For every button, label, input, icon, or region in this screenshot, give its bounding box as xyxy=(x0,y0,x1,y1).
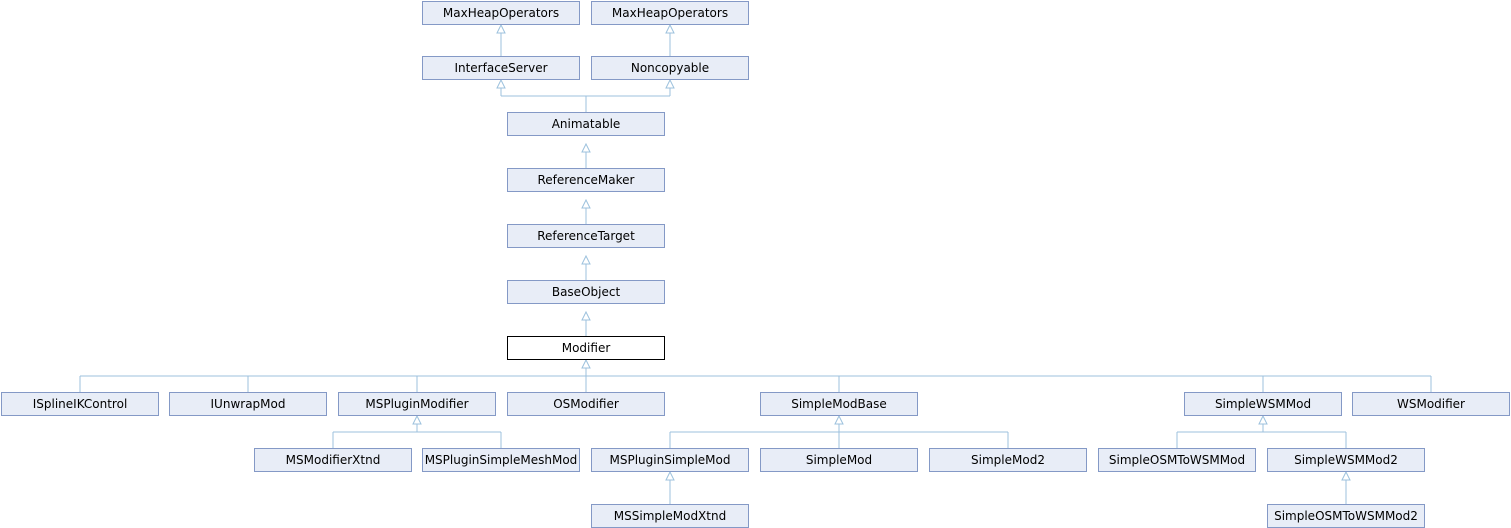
inheritance-arrow-icon xyxy=(1341,470,1351,481)
node-maxheapoperators-2[interactable]: MaxHeapOperators xyxy=(591,1,749,25)
node-maxheapoperators-1[interactable]: MaxHeapOperators xyxy=(422,1,580,25)
node-osmodifier[interactable]: OSModifier xyxy=(507,392,665,416)
inheritance-arrow-icon xyxy=(496,23,506,34)
node-msplugin-simplemeshmod[interactable]: MSPluginSimpleMeshMod xyxy=(422,448,580,472)
inheritance-arrow-icon xyxy=(581,198,591,209)
node-isplineikcontrol[interactable]: ISplineIKControl xyxy=(1,392,159,416)
inheritance-arrow-icon xyxy=(581,358,591,369)
inheritance-arrow-icon xyxy=(496,78,506,89)
node-interfaceserver[interactable]: InterfaceServer xyxy=(422,56,580,80)
node-mssimplemodxtnd[interactable]: MSSimpleModXtnd xyxy=(591,504,749,528)
node-iunwrapmod[interactable]: IUnwrapMod xyxy=(169,392,327,416)
inheritance-arrow-icon xyxy=(665,23,675,34)
node-mspluginmodifier[interactable]: MSPluginModifier xyxy=(338,392,496,416)
node-baseobject[interactable]: BaseObject xyxy=(507,280,665,304)
inheritance-arrow-icon xyxy=(1258,414,1268,425)
node-simpleosmtowsmmod2[interactable]: SimpleOSMToWSMMod2 xyxy=(1267,504,1425,528)
node-animatable[interactable]: Animatable xyxy=(507,112,665,136)
node-noncopyable[interactable]: Noncopyable xyxy=(591,56,749,80)
node-referencemaker[interactable]: ReferenceMaker xyxy=(507,168,665,192)
node-msmodifierxtnd[interactable]: MSModifierXtnd xyxy=(254,448,412,472)
node-simplewsmmod2[interactable]: SimpleWSMMod2 xyxy=(1267,448,1425,472)
node-simplemod[interactable]: SimpleMod xyxy=(760,448,918,472)
node-simplemodbase[interactable]: SimpleModBase xyxy=(760,392,918,416)
inheritance-arrow-icon xyxy=(834,414,844,425)
inheritance-arrow-icon xyxy=(581,142,591,153)
inheritance-arrow-icon xyxy=(412,414,422,425)
node-simplemod2[interactable]: SimpleMod2 xyxy=(929,448,1087,472)
node-referencetarget[interactable]: ReferenceTarget xyxy=(507,224,665,248)
inheritance-arrow-icon xyxy=(581,254,591,265)
inheritance-arrow-icon xyxy=(665,470,675,481)
node-wsmodifier[interactable]: WSModifier xyxy=(1352,392,1510,416)
node-msplugin-simplemod[interactable]: MSPluginSimpleMod xyxy=(591,448,749,472)
node-simplewsmmod[interactable]: SimpleWSMMod xyxy=(1184,392,1342,416)
node-simpleosmtowsmmod[interactable]: SimpleOSMToWSMMod xyxy=(1098,448,1256,472)
inheritance-arrow-icon xyxy=(665,78,675,89)
inheritance-arrow-icon xyxy=(581,310,591,321)
node-modifier[interactable]: Modifier xyxy=(507,336,665,360)
